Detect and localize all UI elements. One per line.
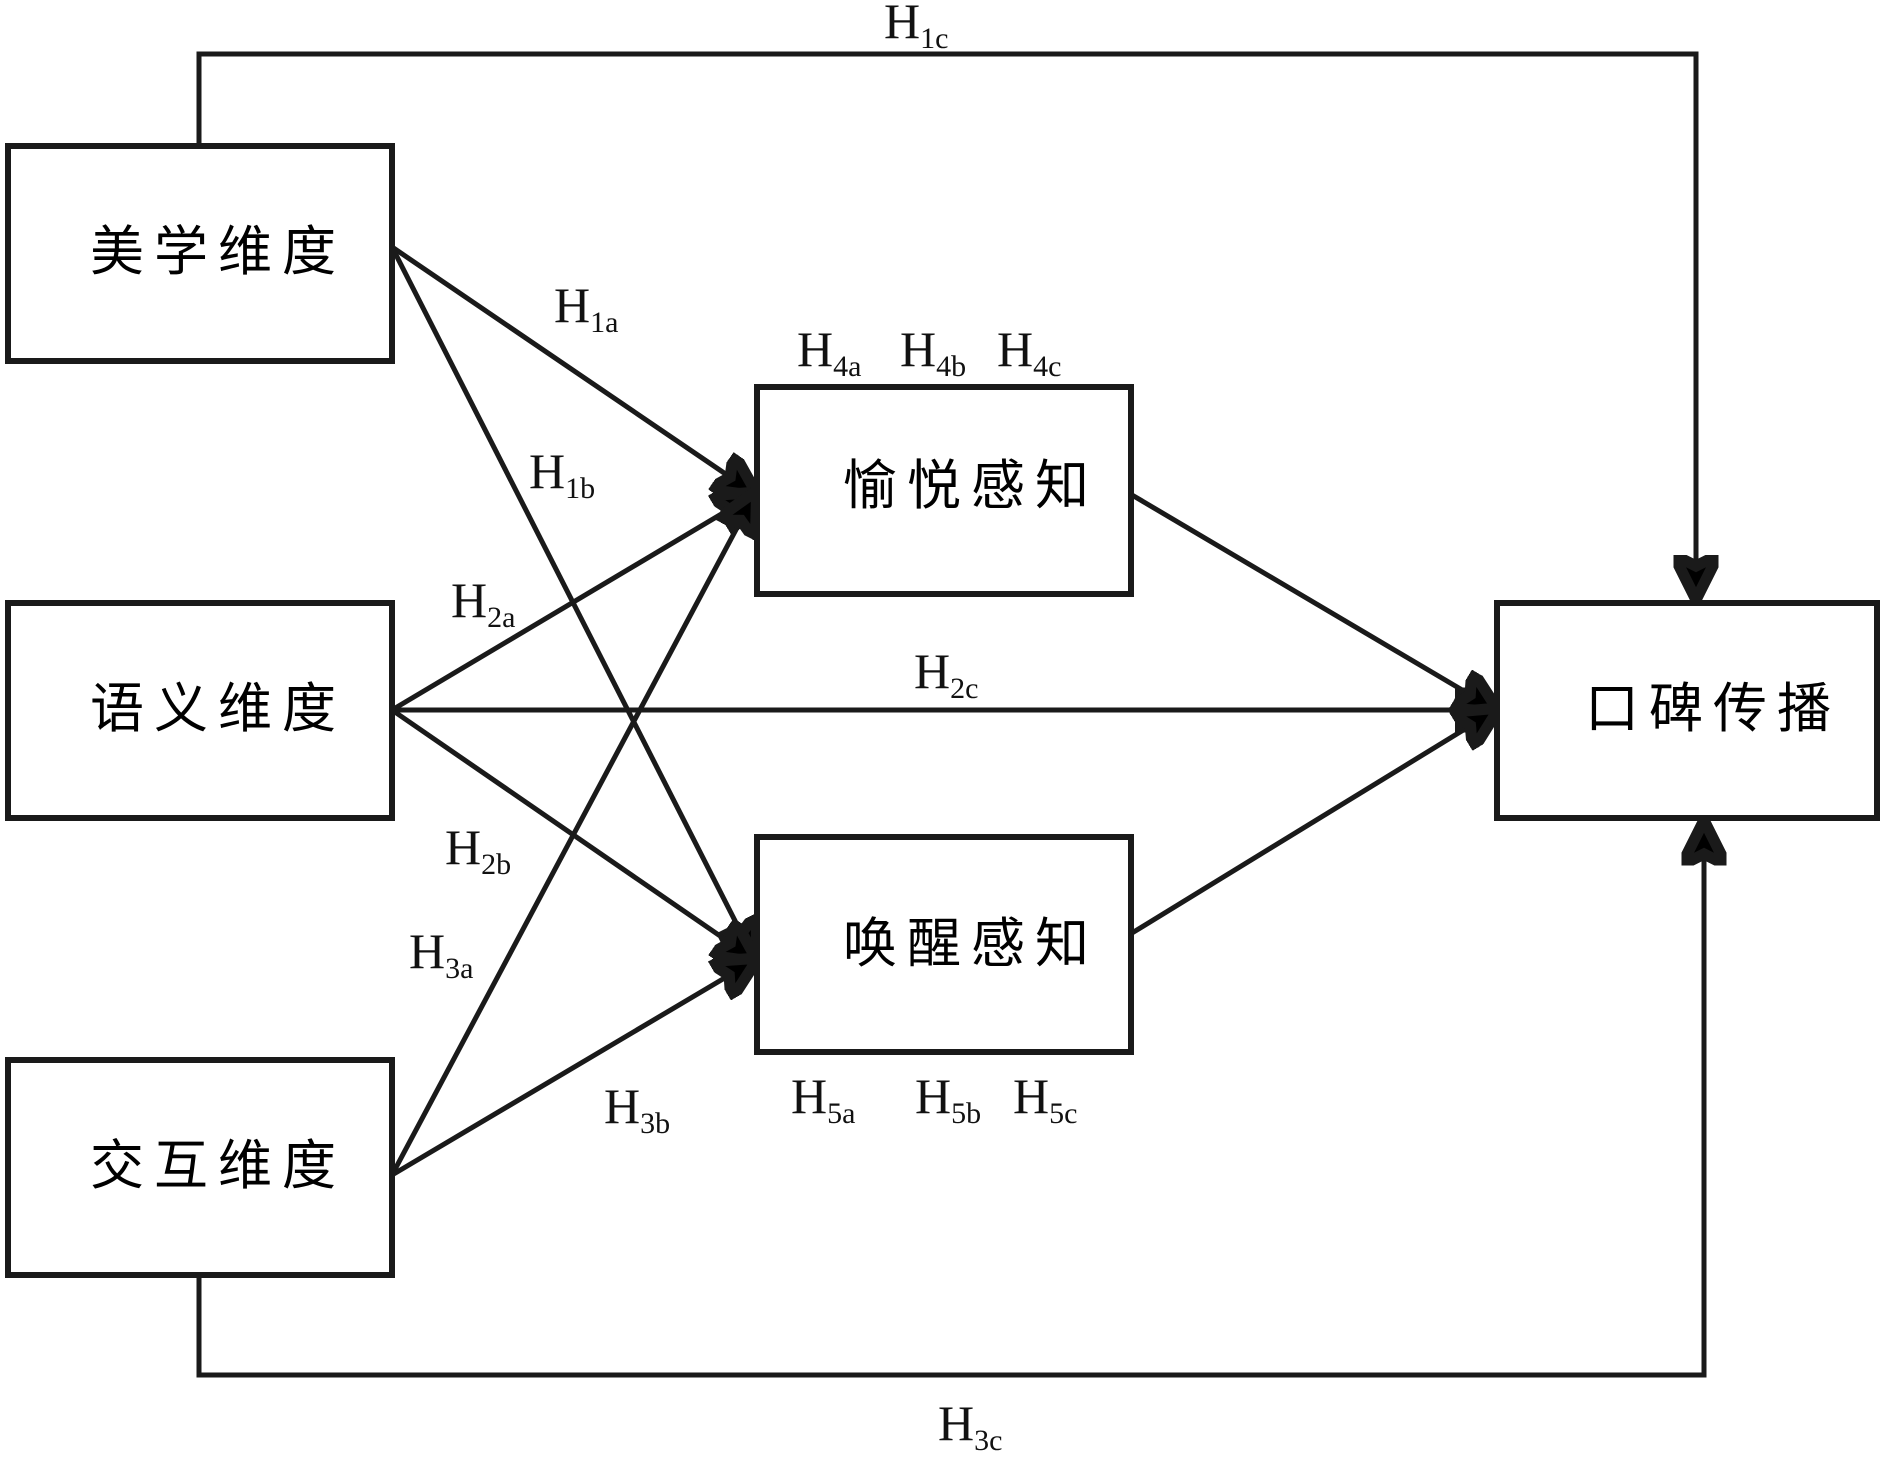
node-label: 口碑传播 <box>1585 677 1841 740</box>
label-H4b: H4b <box>900 321 966 383</box>
label-H5a: H5a <box>791 1068 855 1130</box>
node-box <box>5 600 395 821</box>
edge-H2a <box>390 494 755 713</box>
node-arousal[interactable]: 唤醒感知 <box>754 834 1134 1055</box>
hypothesis-labels: H1c H1a H1b H2a H2c H2b H3a H3b H3c H4a … <box>409 0 1077 1457</box>
edge-H3b <box>390 960 755 1178</box>
node-label: 交互维度 <box>90 1134 346 1197</box>
edge-H3a <box>389 494 755 1177</box>
edge-H3c <box>196 824 1704 1378</box>
node-semantic[interactable]: 语义维度 <box>5 600 395 821</box>
node-wom[interactable]: 口碑传播 <box>1494 600 1880 821</box>
node-box <box>5 1057 395 1278</box>
node-label: 语义维度 <box>90 677 346 740</box>
label-H1b: H1b <box>529 443 595 505</box>
label-H3a: H3a <box>409 923 473 985</box>
node-pleasure[interactable]: 愉悦感知 <box>754 384 1134 597</box>
node-box <box>5 143 395 364</box>
label-H5c: H5c <box>1013 1068 1077 1130</box>
node-label: 唤醒感知 <box>843 912 1099 975</box>
label-H3b: H3b <box>604 1078 670 1140</box>
label-H2c: H2c <box>914 643 978 705</box>
node-box <box>1494 600 1880 821</box>
edge-arousal-wom <box>1130 710 1496 936</box>
edge-H1c <box>196 51 1696 596</box>
node-label: 愉悦感知 <box>843 454 1099 517</box>
label-H5b: H5b <box>915 1068 981 1130</box>
edge-H1a <box>390 244 755 494</box>
label-H1c: H1c <box>884 0 948 55</box>
edge-pleasure-wom <box>1130 492 1496 710</box>
label-H1a: H1a <box>554 277 618 339</box>
label-H3c: H3c <box>938 1395 1002 1457</box>
edges <box>196 51 1704 1378</box>
label-H2a: H2a <box>451 572 515 634</box>
node-label: 美学维度 <box>90 220 346 283</box>
label-H4c: H4c <box>997 321 1061 383</box>
node-interactive[interactable]: 交互维度 <box>5 1057 395 1278</box>
label-H2b: H2b <box>445 819 511 881</box>
node-box <box>754 384 1134 597</box>
node-aesthetic[interactable]: 美学维度 <box>5 143 395 364</box>
node-box <box>754 834 1134 1055</box>
label-H4a: H4a <box>797 321 861 383</box>
